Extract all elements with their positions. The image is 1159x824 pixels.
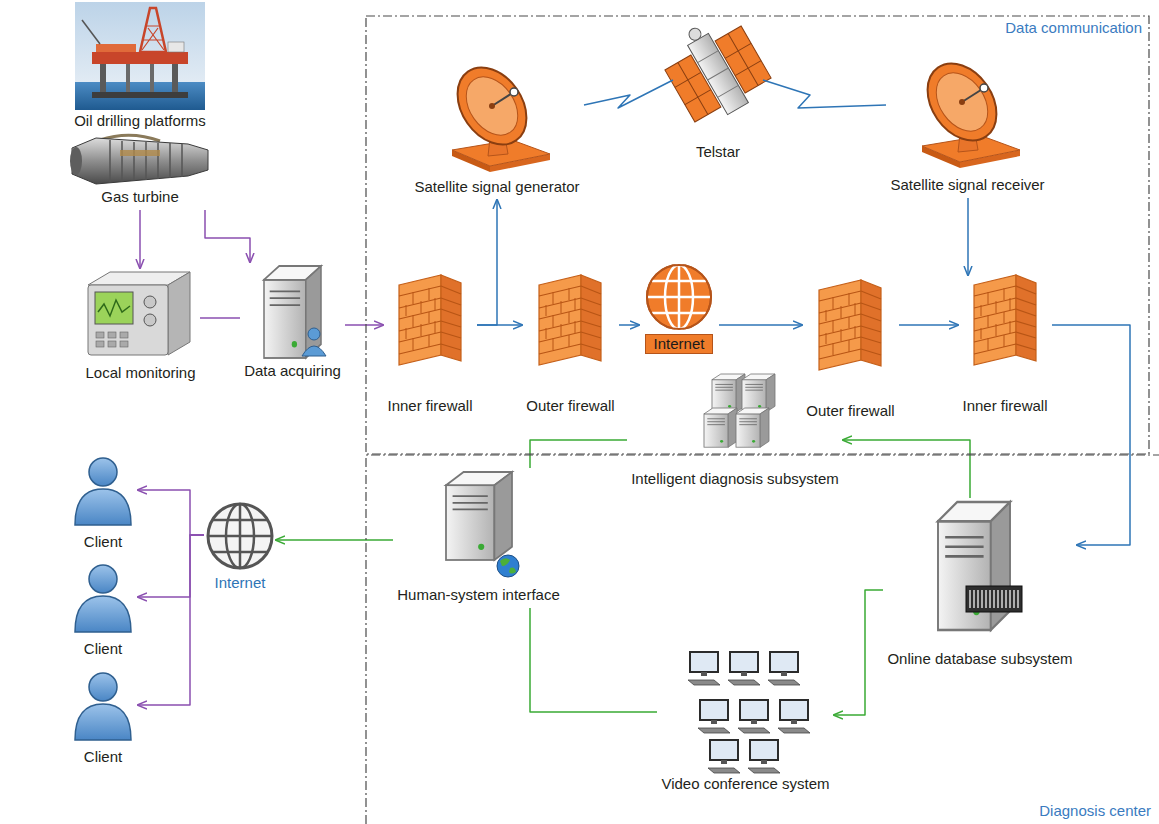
monitor-device-icon [88,272,190,355]
node-label: Client [84,533,122,551]
video-node: Video conference system [657,645,834,797]
internet-node: Internet [639,262,719,358]
flow-connector [138,535,204,705]
server-node: Online database subsystem [883,498,1077,672]
flow-connector [138,535,204,597]
flow-connector [345,324,383,326]
node-label: Oil drilling platforms [74,112,206,130]
firewall-icon [399,275,461,365]
server-node: Data acquiring [240,262,345,384]
node-label: Human-system interface [397,586,560,604]
satellite-node: Telstar [673,25,763,165]
flow-connector [619,324,639,326]
device-node: Local monitoring [81,268,200,386]
region-title: Diagnosis center [1039,802,1151,820]
internet-node: Internet [204,500,276,596]
client-icon [75,458,131,525]
client-node: Client [68,455,138,555]
equipment-node: Gas turbine [70,130,210,210]
node-label: Video conference system [661,775,829,793]
globe-icon [647,265,711,329]
firewall-node: Inner firewall [958,275,1052,419]
node-label: Client [84,748,122,766]
gas-turbine-picture [70,135,208,184]
flow-connector [719,324,802,326]
server-node: Intelligent diagnosis subsystem [627,372,843,492]
dish-node: Satellite signal generator [410,62,584,200]
flow-connector [899,324,958,326]
dash-dot-border [366,455,1159,824]
globe-icon [208,504,272,568]
firewall-node: Inner firewall [383,275,477,419]
flow-connector [200,317,240,319]
flow-connector [530,608,657,712]
flow-connector [477,200,497,325]
node-label: Local monitoring [85,364,195,382]
video-conference-icon [688,652,810,773]
satellite-dish-icon [913,50,1020,168]
region-outline [365,455,1159,824]
firewall-icon [974,275,1036,365]
client-node: Client [68,670,138,770]
region-band: Data communicationSatellite signal gener… [365,15,1150,455]
firewall-node: Outer firewall [802,280,899,424]
node-label: Data acquiring [244,362,341,380]
flow-connector [139,210,141,268]
node-label: Satellite signal generator [414,178,579,196]
node-label: Gas turbine [101,188,179,206]
satellite-icon [654,7,776,131]
node-label: Satellite signal receiver [890,176,1044,194]
region-title: Data communication [1005,19,1142,37]
node-label: Inner firewall [387,397,472,415]
node-label: Intelligent diagnosis subsystem [631,470,839,488]
client-icon [75,673,131,740]
flow-connector [205,210,250,262]
flow-connector [584,80,673,108]
server-cluster-icon [704,374,775,447]
client-node: Client [68,562,138,662]
client-icon [75,565,131,632]
firewall-icon [539,275,601,365]
web-server-icon [446,472,519,577]
node-label: Internet [645,334,714,354]
oil-platform-picture [75,2,205,110]
firewall-icon [819,280,881,370]
flow-connector [138,490,204,535]
region-outline [365,15,1150,455]
server-icon [264,266,326,358]
node-label: Client [84,640,122,658]
node-label: Telstar [696,143,740,161]
dash-dot-border [366,16,1149,454]
flow-connector [967,198,969,275]
node-label: Outer firewall [806,402,894,420]
node-label: Online database subsystem [887,650,1072,668]
region-band: Diagnosis center Intelligent diagnosis su… [365,455,1159,824]
node-label: Outer firewall [526,397,614,415]
node-label: Internet [215,574,266,592]
satellite-dish-icon [443,54,550,172]
server-node: Human-system interface [393,468,564,608]
flow-connector [763,80,886,108]
firewall-node: Outer firewall [522,275,619,419]
flow-connector [1052,325,1130,545]
equipment-node: Oil drilling platforms [70,0,210,134]
flow-connector [834,590,883,715]
flow-connector [843,440,970,498]
dish-node: Satellite signal receiver [886,58,1049,198]
node-label: Inner firewall [962,397,1047,415]
flow-connector [276,539,393,541]
database-server-icon [938,502,1022,630]
